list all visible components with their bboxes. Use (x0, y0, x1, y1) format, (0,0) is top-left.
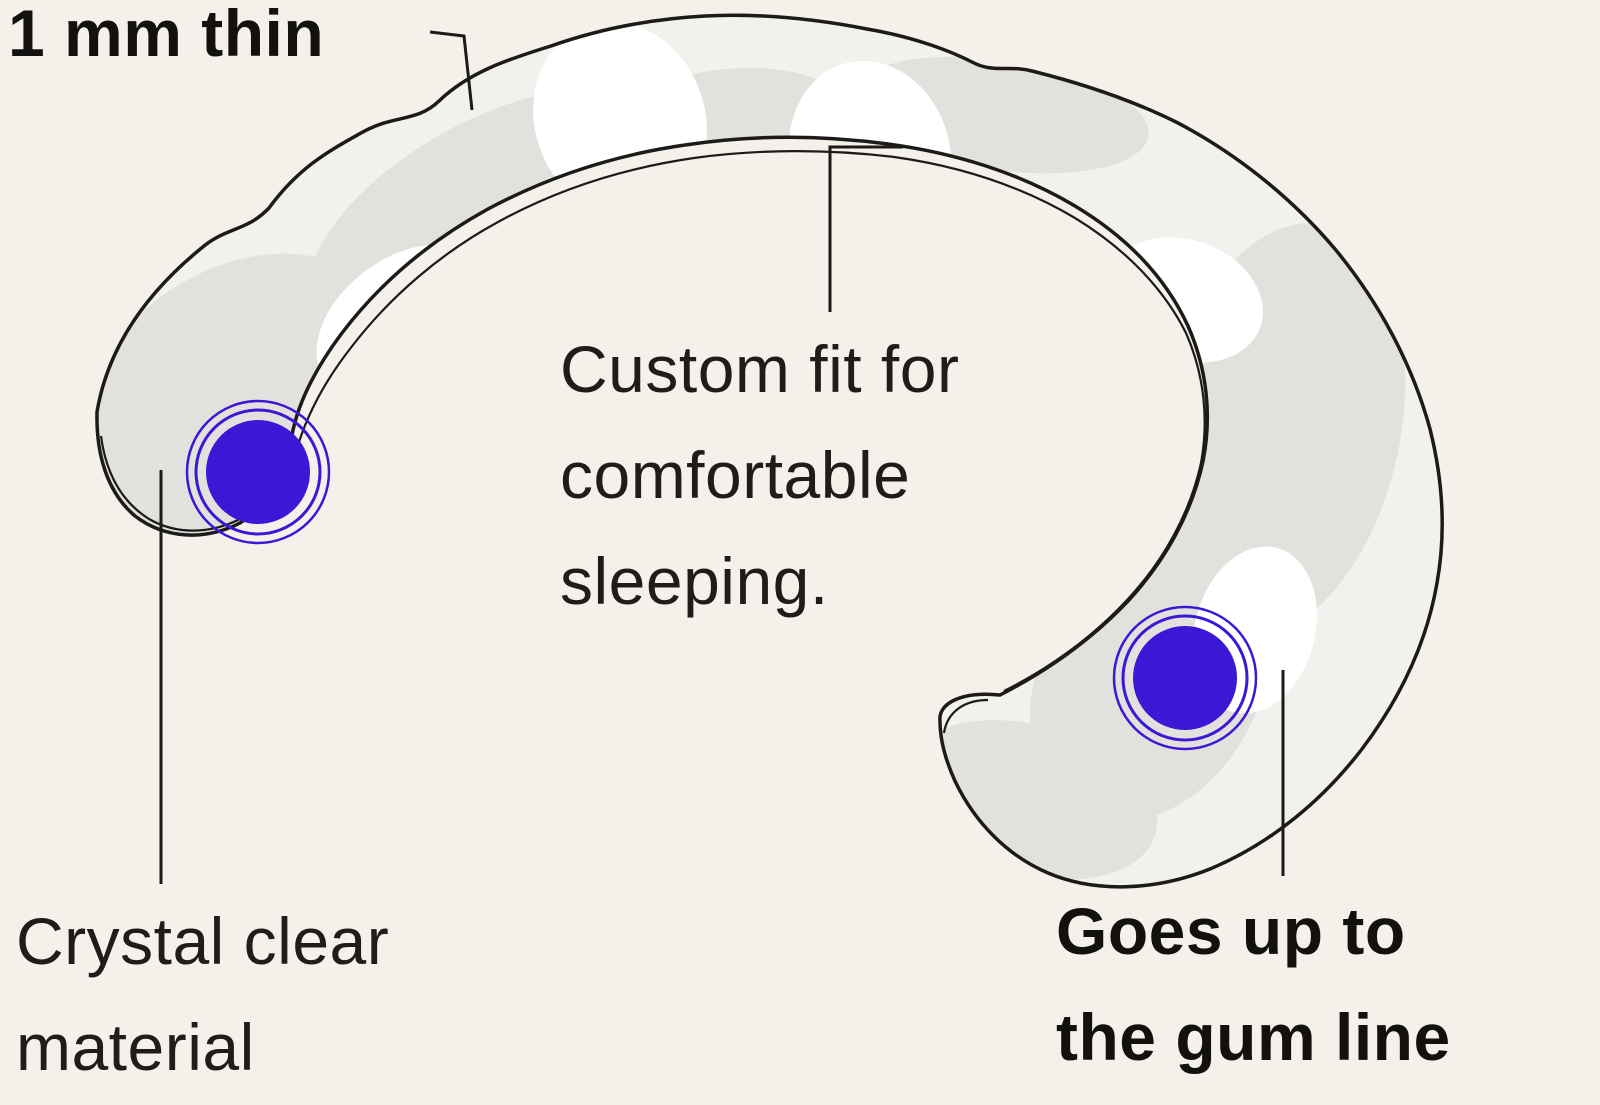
aligner-outline (95, 13, 1444, 889)
label-custom-fit: Custom fit for comfortable sleeping. (560, 316, 959, 634)
label-gum-line-line-1: Goes up to (1056, 894, 1406, 968)
right-tip-rim-line (942, 698, 989, 734)
label-custom-fit-line-1: Custom fit for (560, 332, 960, 406)
label-crystal-clear-line-1: Crystal clear (16, 904, 390, 978)
label-crystal-clear-line-2: material (16, 1010, 255, 1084)
leader-line-custom-fit (828, 145, 903, 312)
gum-line-hotspot-marker[interactable] (1112, 605, 1258, 751)
label-custom-fit-line-3: sleeping. (560, 544, 829, 618)
hotspot-outer-ring-icon (185, 399, 331, 545)
hotspot-outer-ring-icon (1112, 605, 1258, 751)
hotspot-dot-icon (206, 420, 310, 524)
inner-rim-line (294, 150, 1206, 692)
hotspot-ring-icon (1121, 614, 1249, 742)
leader-line-thin (429, 30, 474, 111)
label-thickness: 1 mm thin (8, 0, 325, 70)
left-tip-rim-line (99, 435, 241, 532)
label-custom-fit-line-2: comfortable (560, 438, 911, 512)
hotspot-ring-icon (194, 408, 322, 536)
label-gum-line-line-2: the gum line (1056, 1000, 1451, 1074)
hotspot-dot-icon (1133, 626, 1237, 730)
label-gum-line: Goes up to the gum line (1056, 878, 1451, 1090)
material-hotspot-marker[interactable] (185, 399, 331, 545)
label-crystal-clear: Crystal clear material (16, 888, 389, 1100)
